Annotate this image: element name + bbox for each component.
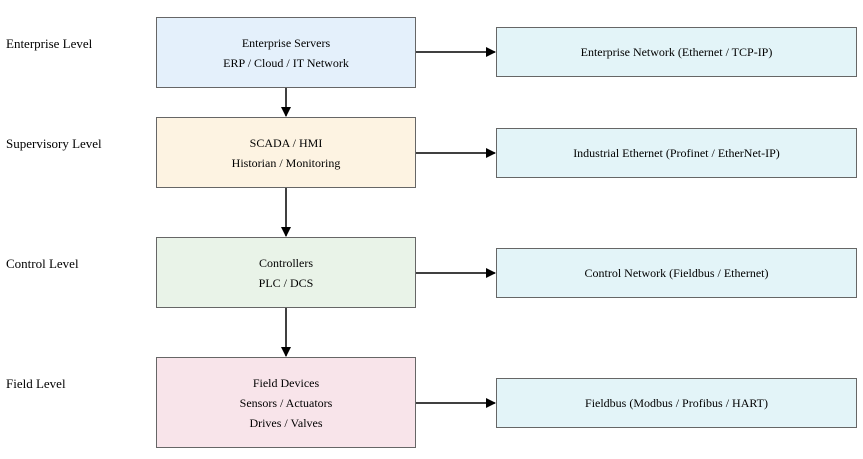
node-field-devices: Field Devices Sensors / Actuators Drives…	[156, 357, 416, 448]
network-industrial-ethernet: Industrial Ethernet (Profinet / EtherNet…	[496, 128, 857, 178]
network-control-label: Control Network (Fieldbus / Ethernet)	[584, 266, 769, 280]
network-control: Control Network (Fieldbus / Ethernet)	[496, 248, 857, 298]
node-field-devices-detail-1: Sensors / Actuators	[239, 395, 333, 410]
network-fieldbus-label: Fieldbus (Modbus / Profibus / HART)	[585, 396, 768, 410]
node-enterprise-servers-detail: ERP / Cloud / IT Network	[223, 55, 349, 70]
network-fieldbus: Fieldbus (Modbus / Profibus / HART)	[496, 378, 857, 428]
network-enterprise: Enterprise Network (Ethernet / TCP-IP)	[496, 27, 857, 77]
node-field-devices-title: Field Devices	[252, 375, 320, 390]
node-scada-hmi-detail: Historian / Monitoring	[231, 155, 341, 170]
node-controllers: Controllers PLC / DCS	[156, 237, 416, 308]
node-enterprise-servers: Enterprise Servers ERP / Cloud / IT Netw…	[156, 17, 416, 88]
node-controllers-detail: PLC / DCS	[258, 275, 314, 290]
node-controllers-title: Controllers	[259, 255, 313, 270]
level-label-control: Control Level	[6, 256, 79, 271]
level-label-field: Field Level	[6, 376, 66, 391]
network-enterprise-label: Enterprise Network (Ethernet / TCP-IP)	[580, 45, 773, 59]
node-field-devices-detail-2: Drives / Valves	[249, 415, 323, 430]
level-label-supervisory: Supervisory Level	[6, 136, 102, 151]
node-scada-hmi: SCADA / HMI Historian / Monitoring	[156, 117, 416, 188]
node-enterprise-servers-title: Enterprise Servers	[241, 35, 331, 50]
level-label-enterprise: Enterprise Level	[6, 36, 93, 51]
node-scada-hmi-title: SCADA / HMI	[249, 135, 323, 150]
network-industrial-ethernet-label: Industrial Ethernet (Profinet / EtherNet…	[573, 146, 780, 160]
